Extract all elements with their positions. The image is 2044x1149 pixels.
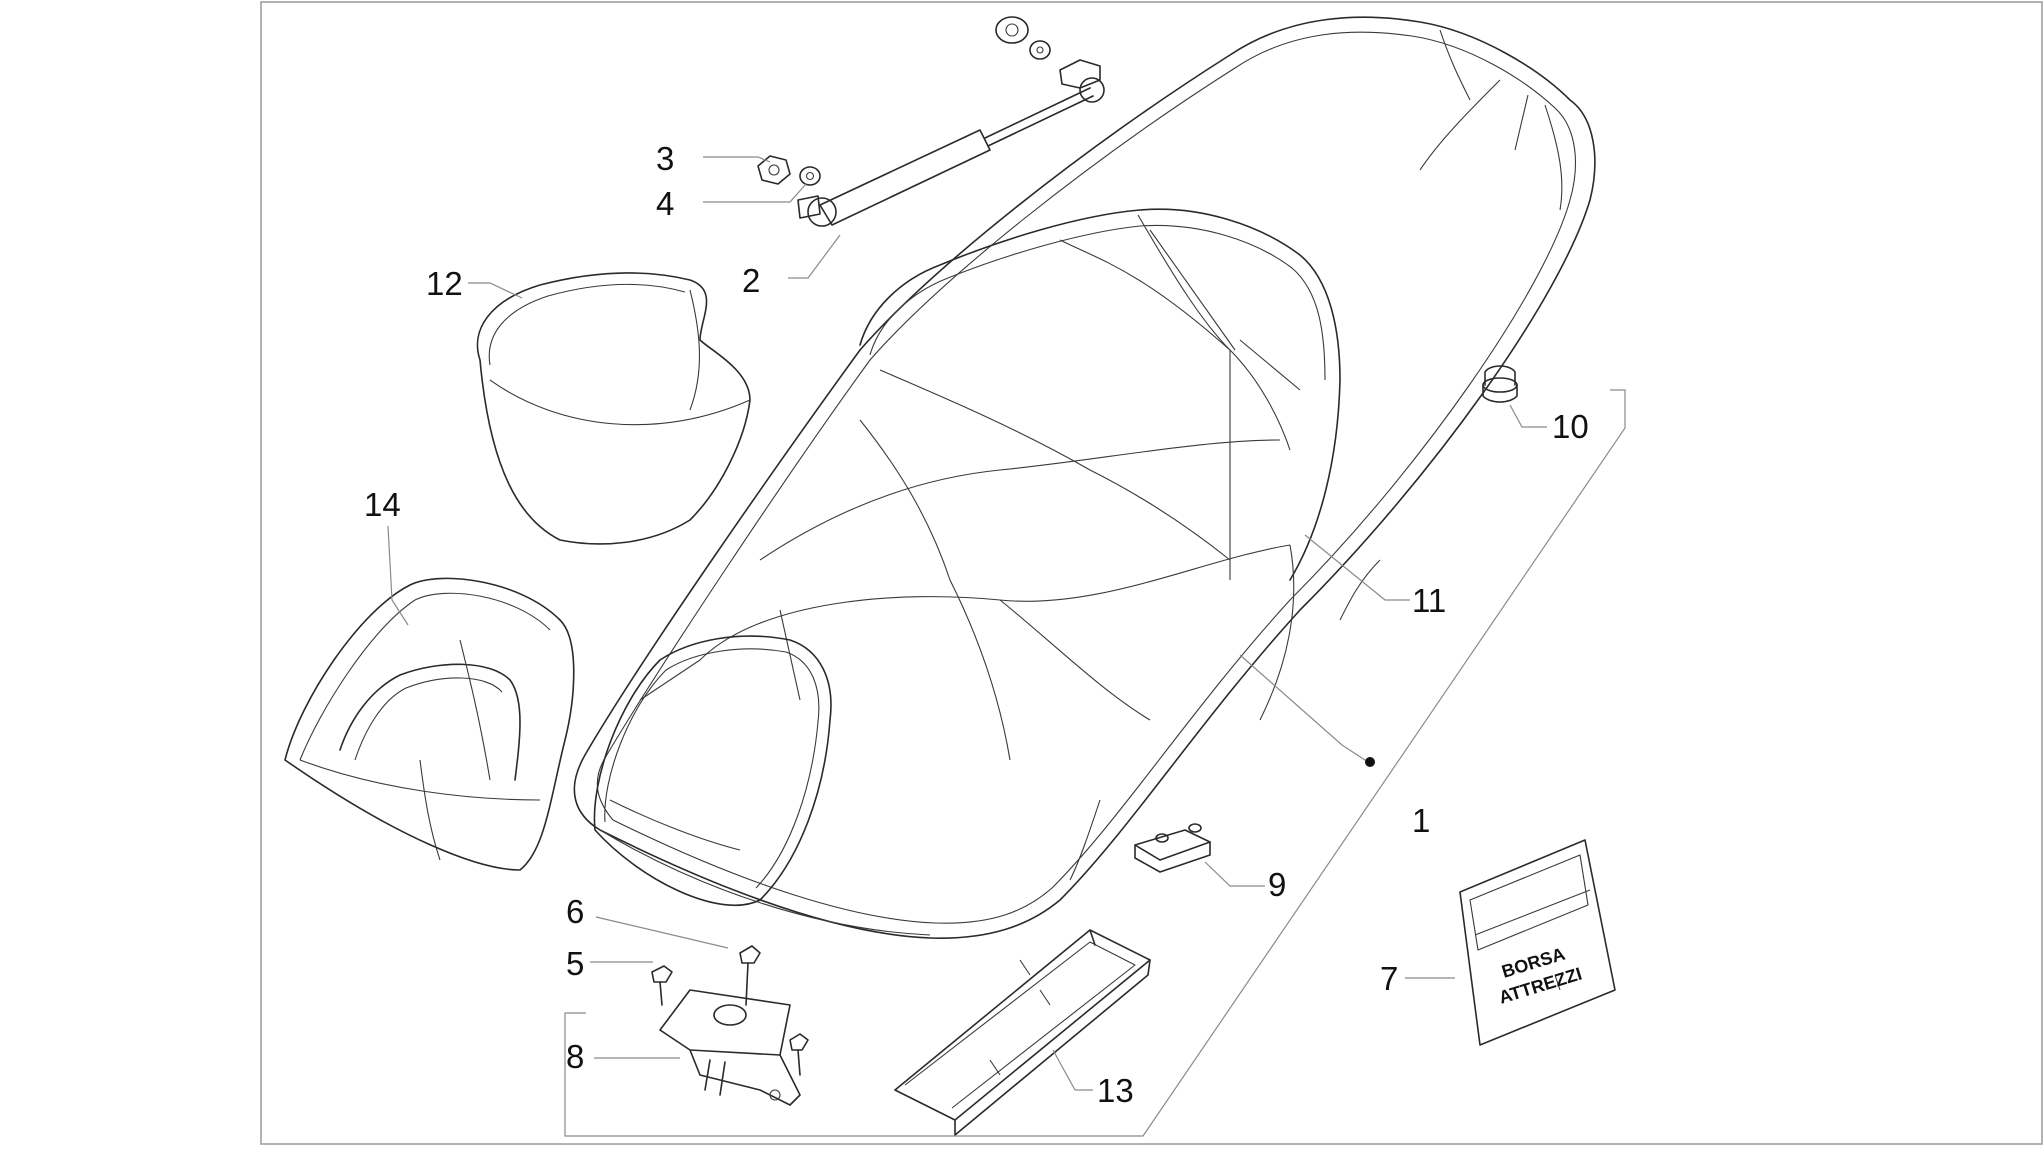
callout-4: 4 xyxy=(656,185,674,222)
callout-12: 12 xyxy=(426,265,463,302)
callout-14: 14 xyxy=(364,486,401,523)
leader-lines xyxy=(387,156,1626,1137)
callout-13: 13 xyxy=(1097,1072,1134,1109)
long-screw xyxy=(739,945,761,1006)
gas-strut xyxy=(797,16,1105,227)
tool-bag xyxy=(1459,839,1616,1046)
rubber-buffer xyxy=(1482,365,1518,403)
bolt xyxy=(651,965,809,1076)
compartment-cover xyxy=(894,929,1151,1136)
callout-7: 7 xyxy=(1380,960,1398,997)
callout-6: 6 xyxy=(566,893,584,930)
reference-dot xyxy=(1365,757,1375,767)
latch-bracket xyxy=(659,989,801,1106)
callout-11: 11 xyxy=(1412,582,1446,619)
pillion-cover xyxy=(284,577,575,871)
callout-10: 10 xyxy=(1552,408,1589,445)
callout-5: 5 xyxy=(566,945,584,982)
callout-2: 2 xyxy=(742,262,760,299)
washer xyxy=(799,166,821,186)
seat-main xyxy=(573,16,1596,939)
callout-9: 9 xyxy=(1268,866,1286,903)
storage-liner xyxy=(476,272,751,545)
callout-1: 1 xyxy=(1412,802,1430,839)
callout-8: 8 xyxy=(566,1038,584,1075)
rubber-block xyxy=(1134,823,1211,873)
diagram-frame xyxy=(260,1,2043,1145)
callout-3: 3 xyxy=(656,140,674,177)
nut xyxy=(757,155,791,185)
